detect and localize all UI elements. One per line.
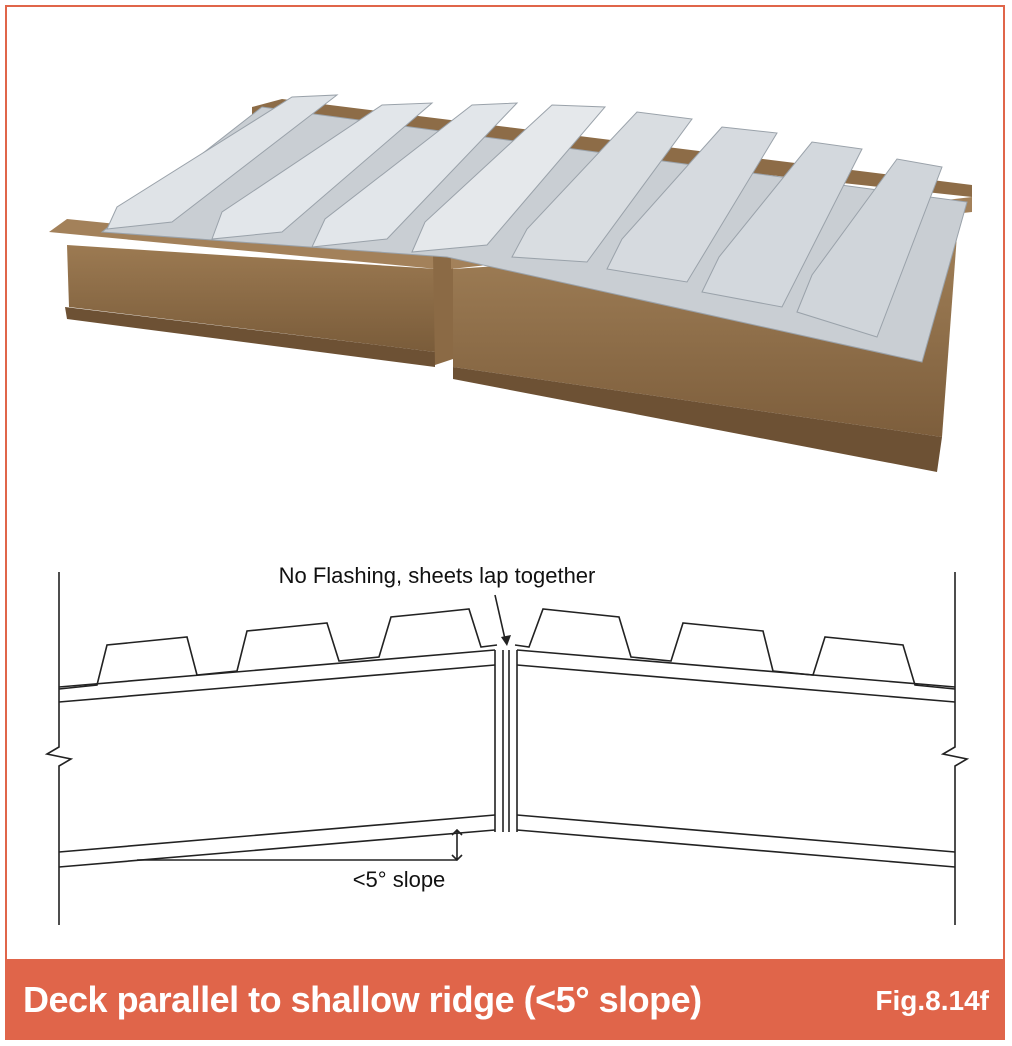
deck-rib (796, 158, 943, 338)
deck-rib (701, 141, 863, 308)
left-column-line (44, 572, 74, 925)
deck-profile-left (58, 608, 498, 690)
flashing-annotation: No Flashing, sheets lap together (279, 563, 596, 588)
figure-frame: No Flashing, sheets lap together <5° slo… (5, 5, 1005, 1040)
lap-leader-arrow (501, 635, 511, 646)
deck-rib (511, 111, 693, 263)
right-top-flange (516, 649, 956, 703)
deck-rib (411, 104, 607, 253)
section-drawing: No Flashing, sheets lap together <5° slo… (44, 563, 970, 925)
caption-bar: Deck parallel to shallow ridge (<5° slop… (7, 959, 1003, 1038)
figure-number: Fig.8.14f (875, 985, 989, 1016)
deck-rib (211, 102, 434, 240)
deck-rib (311, 102, 519, 248)
slope-annotation: <5° slope (353, 867, 446, 892)
ridge-stiffener (433, 253, 453, 365)
left-bottom-flange (58, 814, 496, 868)
deck-profile-right (514, 608, 956, 690)
deck-rib (106, 94, 339, 230)
slope-dimension (451, 828, 463, 862)
deck-rib (606, 126, 778, 283)
right-column-line (940, 572, 970, 925)
ridge-stiffener-lines (494, 650, 518, 832)
deck-illustration (49, 94, 972, 472)
lap-leader (494, 594, 506, 640)
deck-sheets (100, 94, 968, 363)
caption-title: Deck parallel to shallow ridge (<5° slop… (23, 979, 702, 1020)
left-top-flange (58, 649, 496, 703)
right-bottom-flange (516, 814, 956, 868)
left-beam (49, 219, 447, 367)
